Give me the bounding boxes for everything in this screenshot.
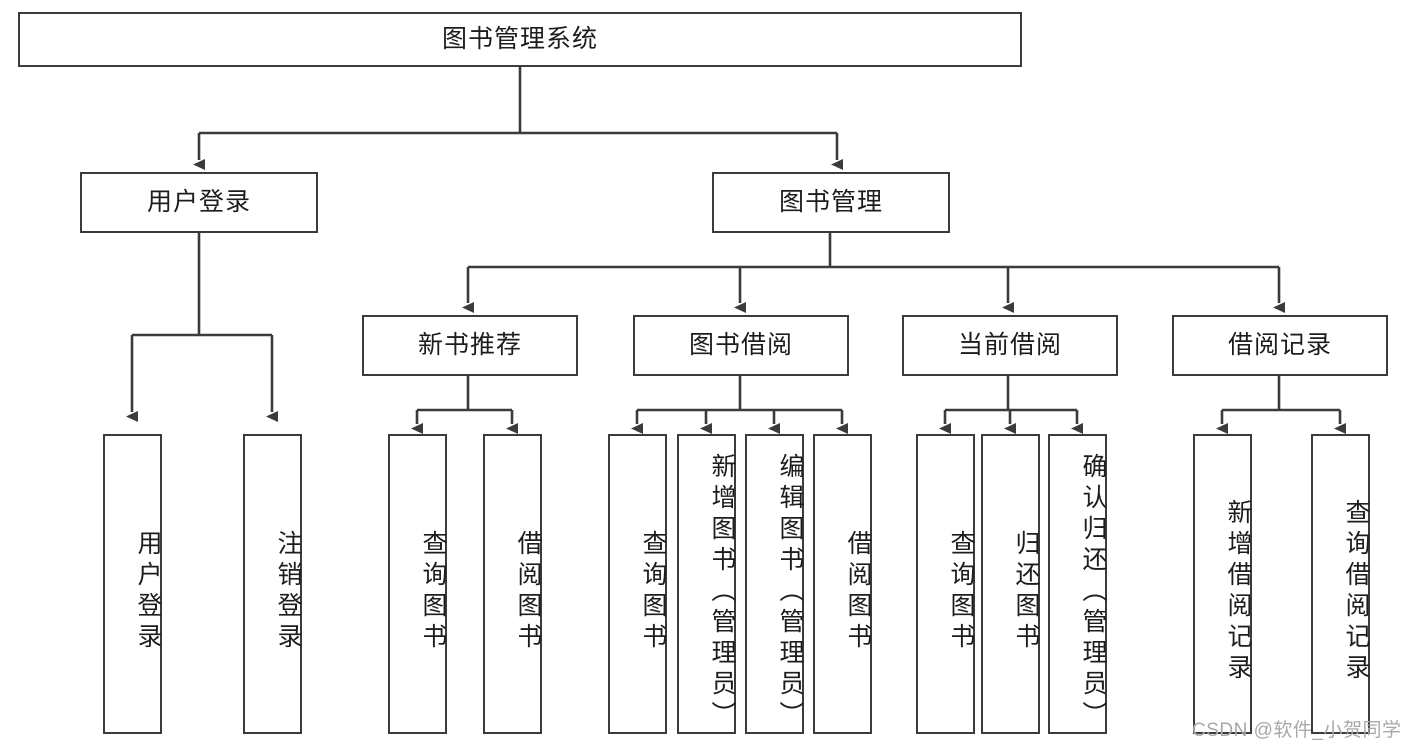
node-current-borrow[interactable]: 当前借阅 bbox=[902, 315, 1118, 376]
leaf-logout-label: 注销登录 bbox=[274, 530, 302, 654]
leaf-borrow-book-recommend[interactable]: 借阅图书 bbox=[483, 434, 542, 734]
leaf-confirm-return-admin[interactable]: 确认归还（管理员） bbox=[1048, 434, 1107, 734]
node-borrow-record-label: 借阅记录 bbox=[1227, 330, 1332, 359]
leaf-borrow-book-borrow[interactable]: 借阅图书 bbox=[813, 434, 872, 734]
leaf-user-login-label: 用户登录 bbox=[134, 530, 162, 654]
csdn-watermark: CSDN @软件_小贺同学 bbox=[1192, 720, 1402, 741]
node-book-manage[interactable]: 图书管理 bbox=[712, 172, 950, 233]
node-user-login-label: 用户登录 bbox=[146, 187, 251, 216]
leaf-query-book-recommend[interactable]: 查询图书 bbox=[388, 434, 447, 734]
leaf-edit-book-admin[interactable]: 编辑图书（管理员） bbox=[745, 434, 804, 734]
leaf-return-book-label: 归还图书 bbox=[1012, 530, 1040, 654]
leaf-query-borrow-record[interactable]: 查询借阅记录 bbox=[1311, 434, 1370, 734]
leaf-query-book-borrow[interactable]: 查询图书 bbox=[608, 434, 667, 734]
node-book-borrow[interactable]: 图书借阅 bbox=[633, 315, 849, 376]
leaf-add-book-admin[interactable]: 新增图书（管理员） bbox=[677, 434, 736, 734]
leaf-return-book[interactable]: 归还图书 bbox=[981, 434, 1040, 734]
node-book-manage-label: 图书管理 bbox=[778, 187, 883, 216]
node-new-book-recommend-label: 新书推荐 bbox=[417, 330, 522, 359]
leaf-add-borrow-record[interactable]: 新增借阅记录 bbox=[1193, 434, 1252, 734]
leaf-borrow-book-borrow-label: 借阅图书 bbox=[844, 530, 872, 654]
leaf-confirm-return-admin-label: 确认归还（管理员） bbox=[1079, 452, 1107, 732]
node-root[interactable]: 图书管理系统 bbox=[18, 12, 1022, 67]
node-root-label: 图书管理系统 bbox=[441, 24, 598, 53]
leaf-query-book-borrow-label: 查询图书 bbox=[639, 530, 667, 654]
leaf-borrow-book-recommend-label: 借阅图书 bbox=[514, 530, 542, 654]
leaf-add-book-admin-label: 新增图书（管理员） bbox=[708, 452, 736, 732]
node-new-book-recommend[interactable]: 新书推荐 bbox=[362, 315, 578, 376]
node-borrow-record[interactable]: 借阅记录 bbox=[1172, 315, 1388, 376]
node-book-borrow-label: 图书借阅 bbox=[688, 330, 793, 359]
node-user-login[interactable]: 用户登录 bbox=[80, 172, 318, 233]
leaf-logout[interactable]: 注销登录 bbox=[243, 434, 302, 734]
leaf-user-login[interactable]: 用户登录 bbox=[103, 434, 162, 734]
leaf-query-book-current[interactable]: 查询图书 bbox=[916, 434, 975, 734]
node-current-borrow-label: 当前借阅 bbox=[957, 330, 1062, 359]
leaf-query-book-current-label: 查询图书 bbox=[947, 530, 975, 654]
leaf-query-borrow-record-label: 查询借阅记录 bbox=[1342, 499, 1370, 685]
leaf-query-book-recommend-label: 查询图书 bbox=[419, 530, 447, 654]
leaf-edit-book-admin-label: 编辑图书（管理员） bbox=[776, 452, 804, 732]
leaf-add-borrow-record-label: 新增借阅记录 bbox=[1224, 499, 1252, 685]
